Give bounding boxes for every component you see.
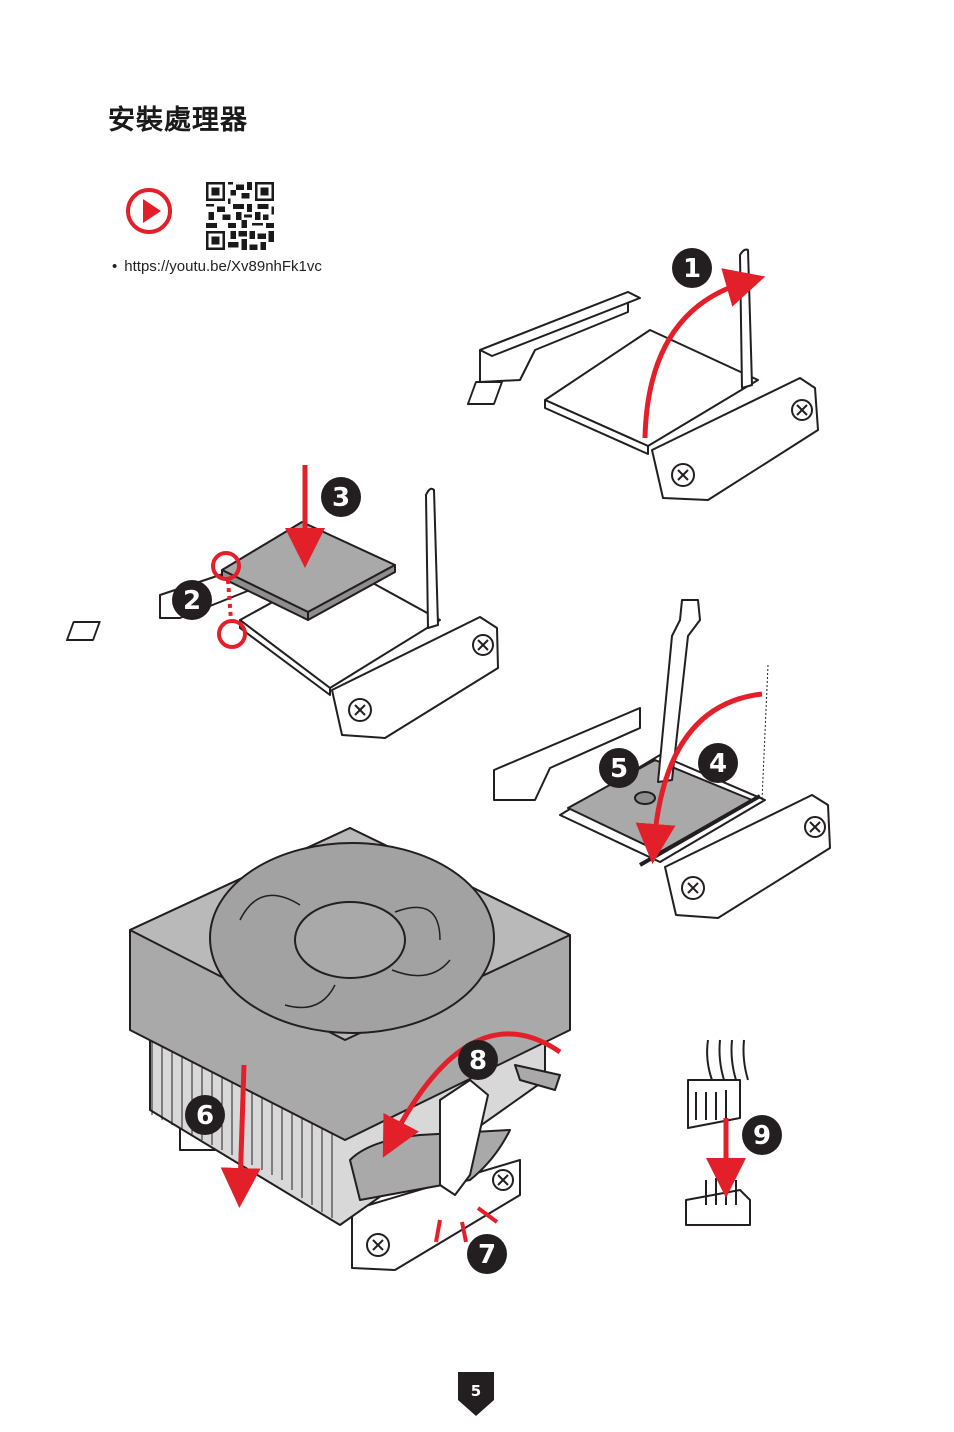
step-badge-5: 5 (599, 748, 639, 788)
step-8-label: 8 (469, 1046, 487, 1076)
step-badge-6: 6 (185, 1095, 225, 1135)
step-7-label: 7 (478, 1240, 496, 1270)
step-badge-2: 2 (172, 580, 212, 620)
step-4-label: 4 (709, 749, 727, 779)
step-5-label: 5 (610, 754, 628, 784)
page-number: 5 (458, 1382, 494, 1400)
step-2-label: 2 (183, 586, 201, 616)
cpu-cooler (130, 828, 570, 1270)
step-badge-3: 3 (321, 477, 361, 517)
step-badge-4: 4 (698, 743, 738, 783)
step-badge-8: 8 (458, 1040, 498, 1080)
step-3-label: 3 (332, 483, 350, 513)
step-6-label: 6 (196, 1101, 214, 1131)
fan-connector (686, 1040, 750, 1225)
step-badge-7: 7 (467, 1234, 507, 1274)
socket-apply-paste (494, 600, 830, 918)
socket-open-lever (468, 250, 818, 500)
step-badge-1: 1 (672, 248, 712, 288)
step-badge-9: 9 (742, 1115, 782, 1155)
socket-insert-cpu (67, 489, 498, 738)
step-1-label: 1 (683, 254, 701, 284)
step-9-label: 9 (753, 1121, 771, 1151)
